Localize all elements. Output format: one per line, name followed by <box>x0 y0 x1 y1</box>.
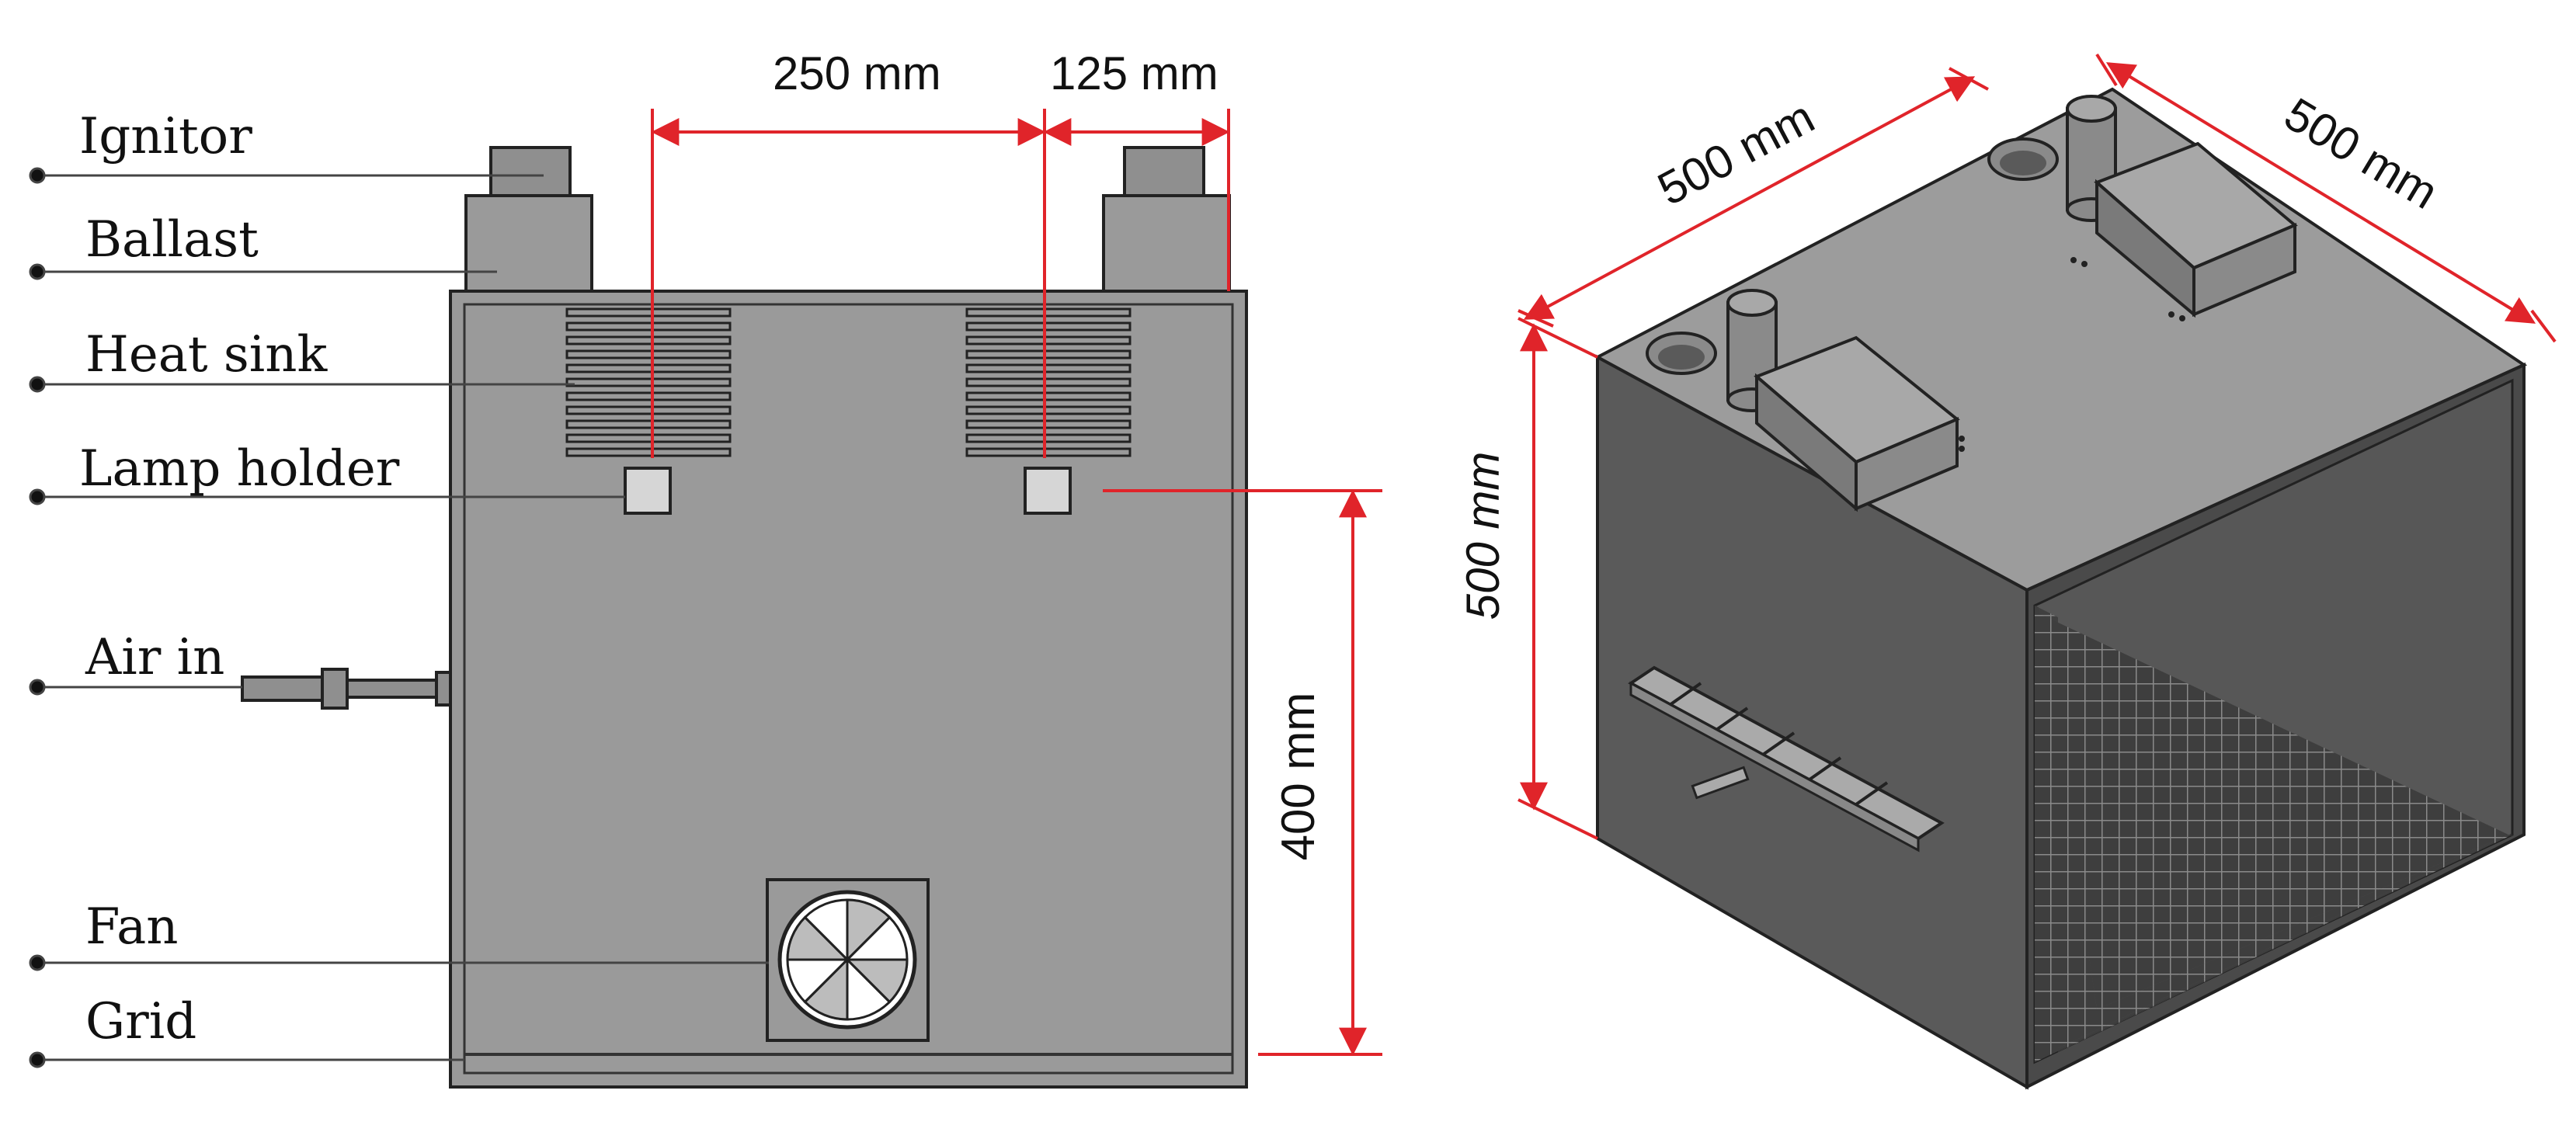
ignitor-left <box>489 146 572 197</box>
dim-125: 125 mm <box>1050 47 1218 99</box>
heat-sink-right <box>965 307 1132 457</box>
ballast-right <box>1102 194 1231 293</box>
iso-air-manifold <box>1628 665 1945 853</box>
label-fan: Fan <box>85 898 178 956</box>
dim-iso-width: 500 mm <box>1650 90 1823 215</box>
heat-sink-left <box>565 307 732 457</box>
dim-400: 400 mm <box>1272 693 1324 861</box>
iso-view: 500 mm 500 mm 500 mm <box>1457 53 2557 1090</box>
label-grid: Grid <box>85 993 196 1050</box>
lamp-holder-left <box>624 467 672 515</box>
leader-dot <box>29 488 46 505</box>
iso-ballast-near <box>1754 335 1960 512</box>
leader-dot <box>29 376 46 393</box>
leader-dot <box>29 1051 46 1068</box>
dim-iso-height: 500 mm <box>1457 452 1509 620</box>
leader-dot <box>29 679 46 696</box>
leader-dot <box>29 167 46 184</box>
dim-iso-depth: 500 mm <box>2275 88 2446 219</box>
label-ignitor: Ignitor <box>79 108 252 165</box>
front-view: Ignitor Ballast Heat sink Lamp holder Ai… <box>29 47 1382 1089</box>
leader-dot <box>29 954 46 971</box>
fan <box>766 878 930 1042</box>
label-lamp-holder: Lamp holder <box>79 440 400 498</box>
label-group: Ignitor Ballast Heat sink Lamp holder Ai… <box>79 108 400 1050</box>
label-ballast: Ballast <box>85 211 259 269</box>
ballast-left <box>464 194 593 293</box>
box-inner-frame <box>463 303 1234 1075</box>
front-dimensions: 250 mm 125 mm 400 mm <box>651 47 1382 1056</box>
air-in-pipe <box>241 668 452 710</box>
dim-250: 250 mm <box>773 47 941 99</box>
label-air-in: Air in <box>85 629 224 686</box>
leader-dot <box>29 263 46 280</box>
label-heat-sink: Heat sink <box>85 326 328 384</box>
lamp-holder-right <box>1024 467 1072 515</box>
ignitor-right <box>1123 146 1205 197</box>
